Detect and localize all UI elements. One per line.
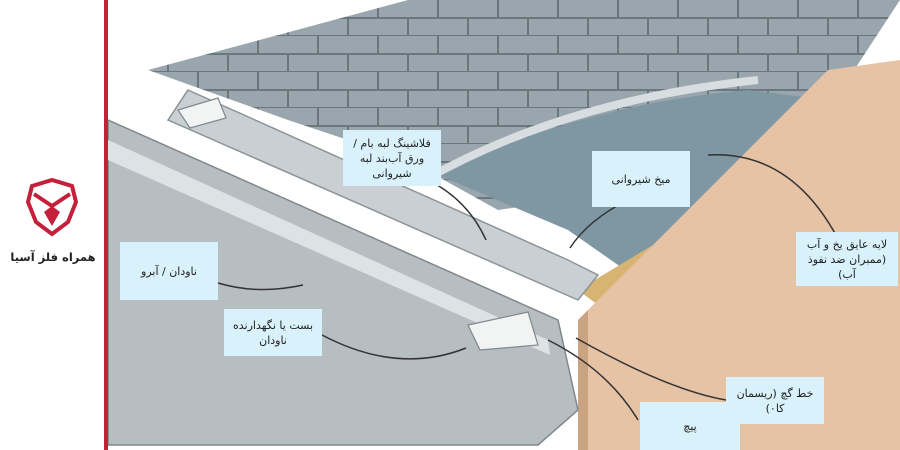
- leader-screw: [547, 339, 639, 421]
- brand-logo-icon: [25, 177, 79, 237]
- label-gutter: ناودان / آبرو: [120, 242, 218, 300]
- brand-sidebar: همراه فلز آسیا: [0, 0, 104, 450]
- brand-divider: [104, 0, 108, 450]
- leader-ice: [707, 154, 847, 256]
- gutter-lip: [108, 140, 550, 355]
- label-screw: پیچ: [640, 402, 740, 450]
- label-drip-edge: فلاشینگ لبه بام / ورق آب‌بند لبه شیروانی: [343, 130, 441, 186]
- roof-gutter-illustration: [108, 0, 900, 450]
- brand-name: همراه فلز آسیا: [10, 250, 96, 264]
- fascia-edge: [578, 310, 588, 450]
- gutter-hanger-back: [177, 97, 227, 129]
- leader-gutter: [217, 282, 304, 291]
- drip-edge-flashing: [166, 89, 600, 301]
- gutter-bracket: [467, 311, 539, 351]
- label-chalk-line: خط گچ (ریسمان کا۰): [726, 377, 824, 424]
- leader-chalk: [575, 337, 727, 401]
- leader-bracket: [321, 334, 467, 360]
- label-gutter-bracket: بست یا نگهدارنده ناودان: [224, 309, 322, 356]
- label-ice-water-shield: لایه عایق یخ و آب (ممبران ضد نفوذ آب): [796, 232, 898, 286]
- fascia-board: [578, 60, 900, 450]
- label-roofing-nail: میخ شیروانی: [592, 151, 690, 207]
- underlayment-edge: [426, 76, 759, 182]
